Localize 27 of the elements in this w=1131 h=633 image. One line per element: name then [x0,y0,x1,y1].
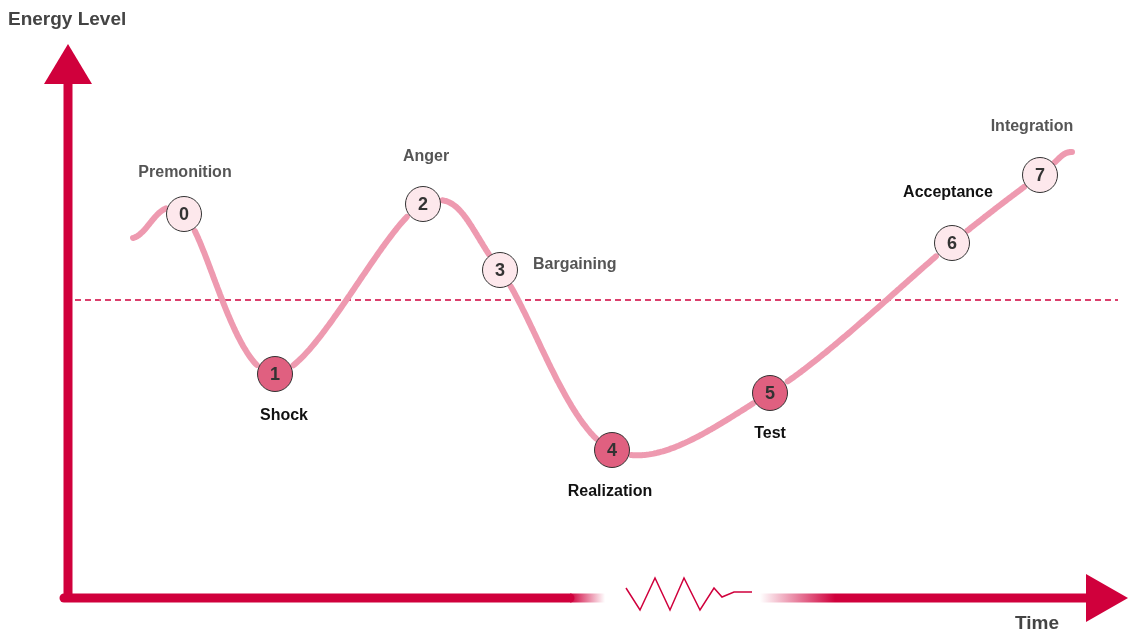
stage-marker: 0 [166,196,202,232]
curve-segment [507,283,600,442]
stage-marker: 3 [482,252,518,288]
stage-label: Realization [567,482,653,500]
stage-marker: 2 [405,186,441,222]
curve-segment [290,213,410,369]
axis-title: Time [1015,612,1059,633]
curve-segment [784,253,939,385]
curve-segment [191,228,260,368]
curve-segment [1051,149,1075,166]
curve-segment [628,400,756,459]
stage-marker: 7 [1022,157,1058,193]
stage-label: Premonition [138,163,232,181]
curve-segment [439,197,492,258]
stage-label: Anger [402,147,450,165]
stage-marker-filled: 4 [594,432,630,468]
curve-segment [130,205,169,241]
curve-segment [964,183,1028,234]
stage-marker: 6 [934,225,970,261]
stage-marker-filled: 1 [257,356,293,392]
axis-title: Energy Level [8,8,127,30]
stage-marker-filled: 5 [752,375,788,411]
stage-label: Bargaining [533,255,617,273]
stage-label: Acceptance [903,183,993,201]
stage-label: Shock [260,406,308,424]
stage-label: Test [754,424,786,442]
stage-label: Integration [990,117,1074,135]
